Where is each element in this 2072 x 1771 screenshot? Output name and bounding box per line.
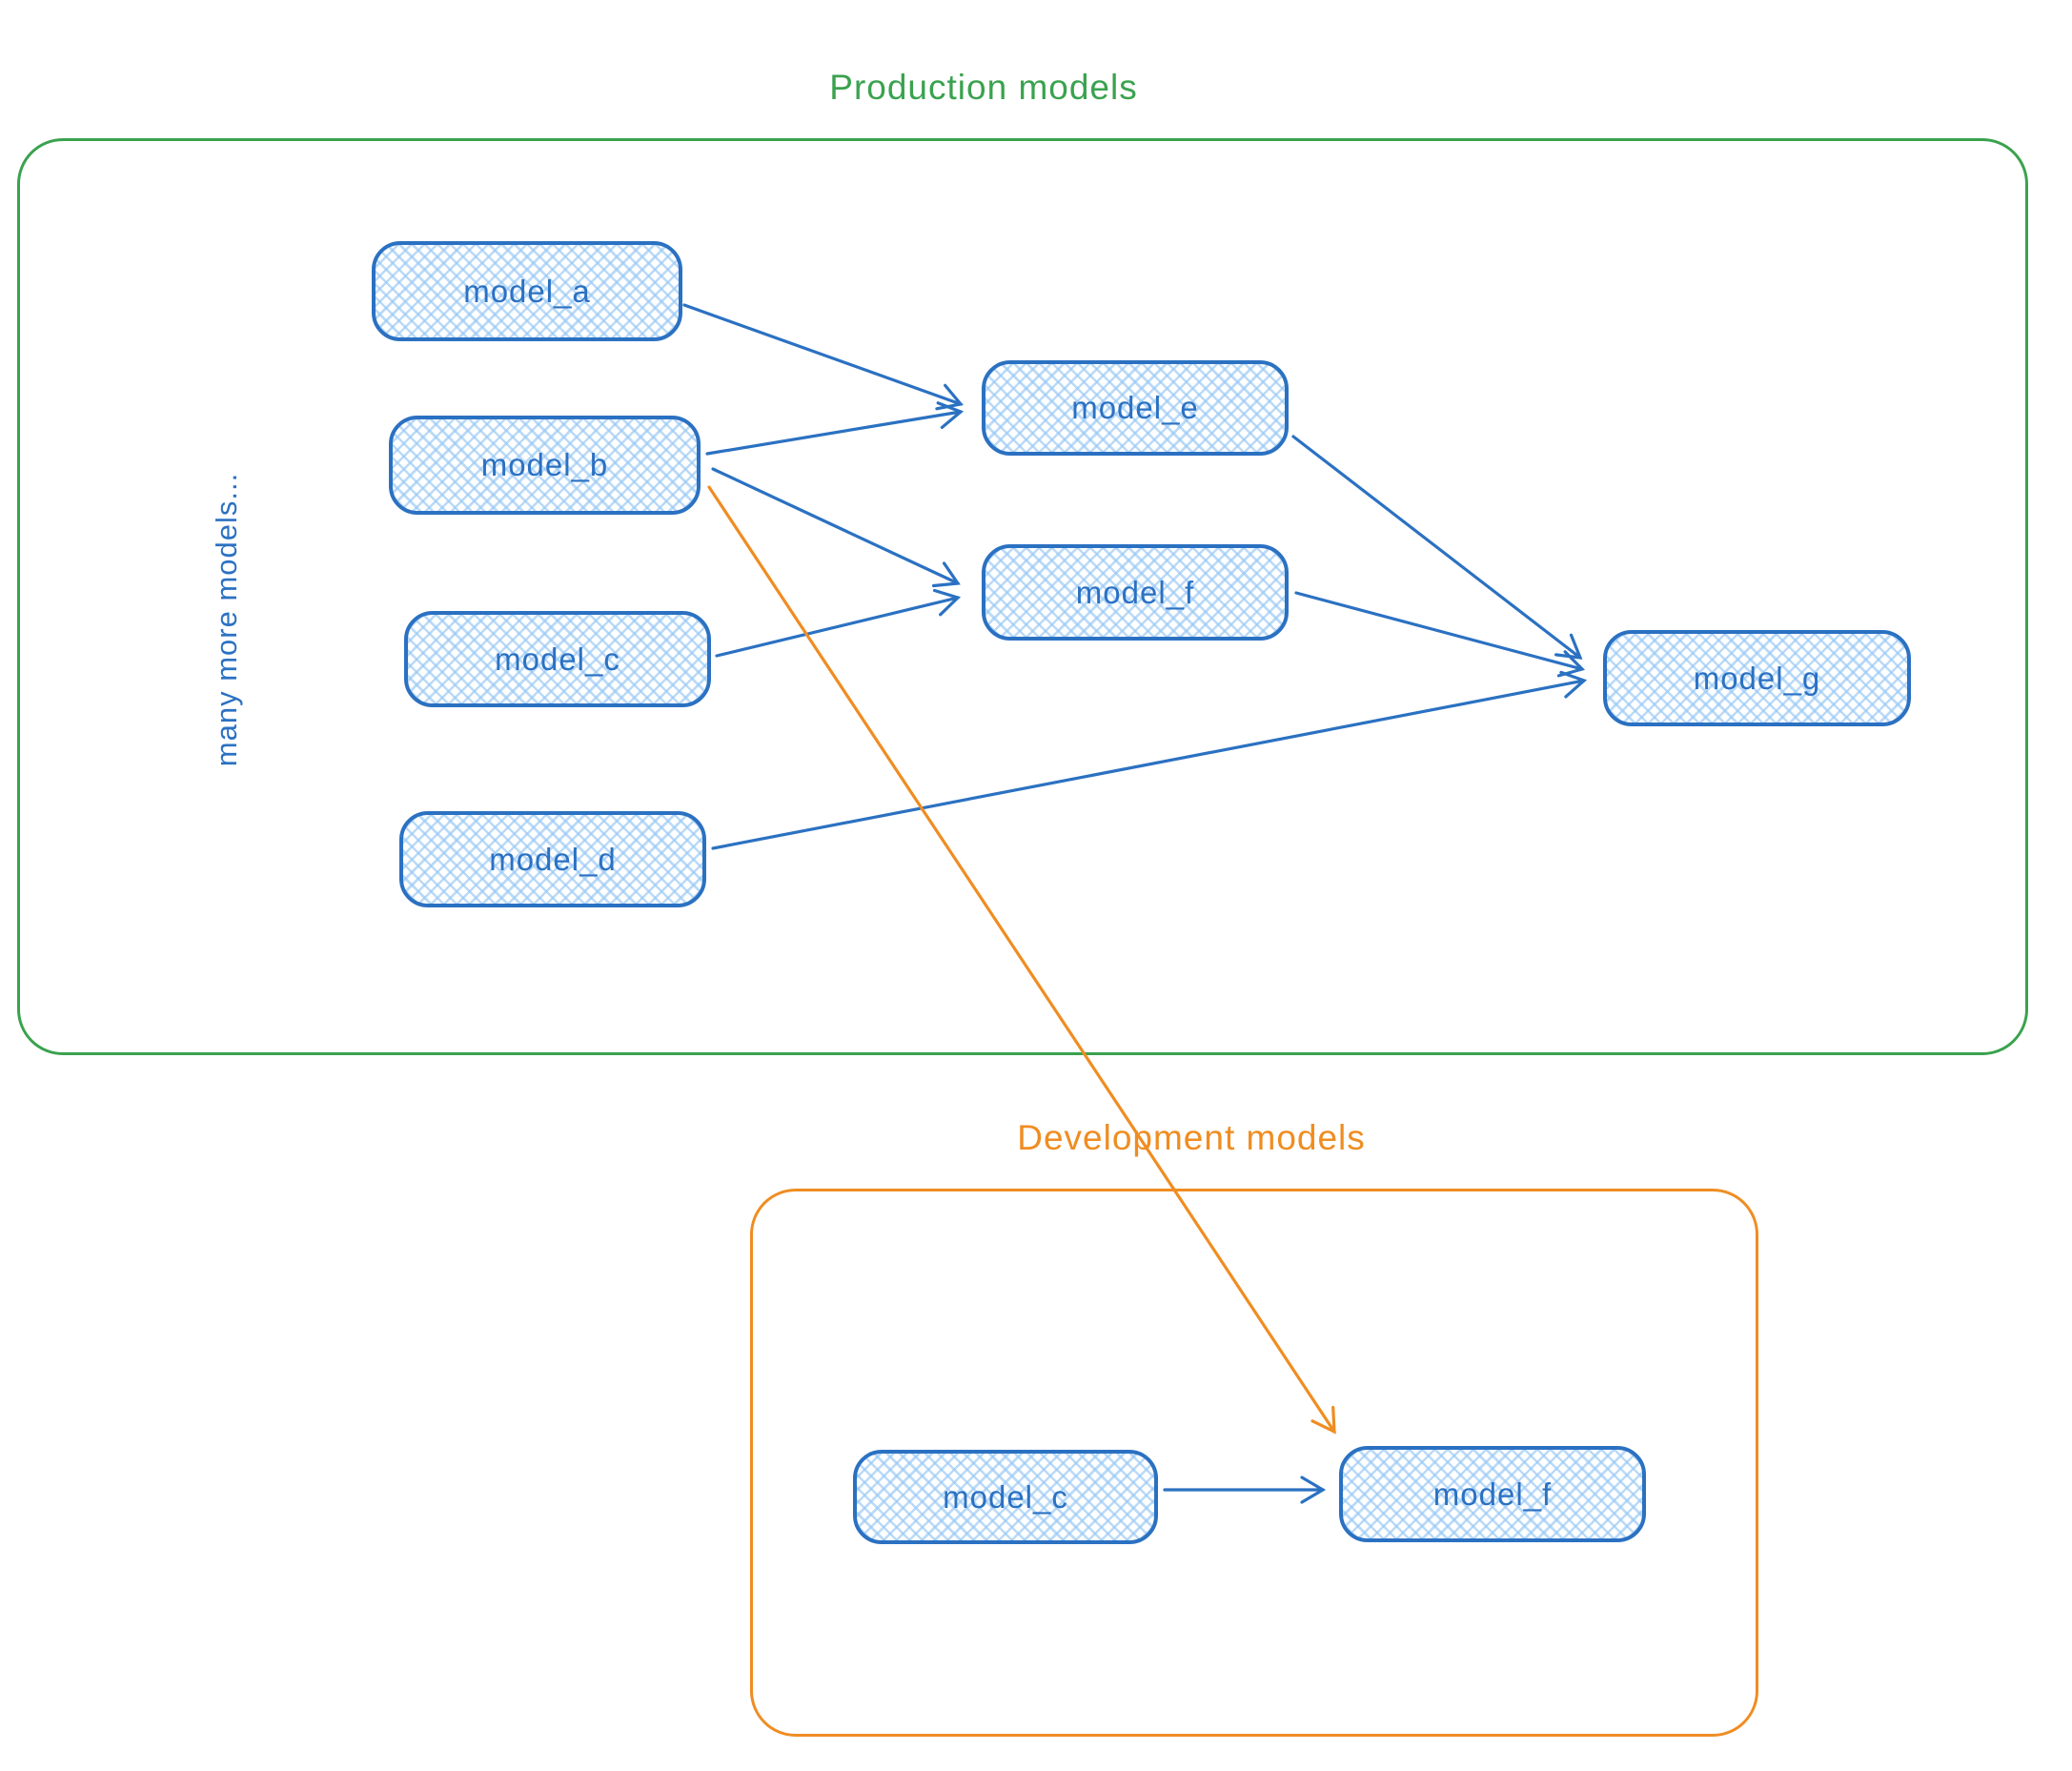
node-model-g: model_g — [1603, 630, 1911, 726]
development-group-title: Development models — [1017, 1118, 1366, 1157]
node-model-c-label: model_c — [495, 641, 620, 677]
node-model-c: model_c — [404, 611, 711, 707]
node-model-b-label: model_b — [480, 447, 609, 482]
production-group-title: Production models — [829, 68, 1138, 107]
node-dev-model-f-label: model_f — [1432, 1476, 1553, 1512]
node-model-f-label: model_f — [1075, 574, 1195, 610]
node-model-b: model_b — [389, 416, 701, 515]
node-model-a: model_a — [372, 241, 682, 341]
node-dev-model-c-label: model_c — [943, 1478, 1068, 1515]
node-dev-model-c: model_c — [853, 1450, 1158, 1544]
node-model-g-label: model_g — [1693, 660, 1821, 696]
node-model-d: model_d — [399, 811, 706, 907]
node-model-d-label: model_d — [489, 841, 617, 877]
node-model-a-label: model_a — [463, 273, 591, 309]
many-more-models-note: many more models... — [210, 472, 243, 767]
node-model-e: model_e — [982, 360, 1289, 456]
node-model-f: model_f — [982, 544, 1289, 641]
node-dev-model-f: model_f — [1339, 1446, 1646, 1542]
node-model-e-label: model_e — [1071, 390, 1199, 425]
